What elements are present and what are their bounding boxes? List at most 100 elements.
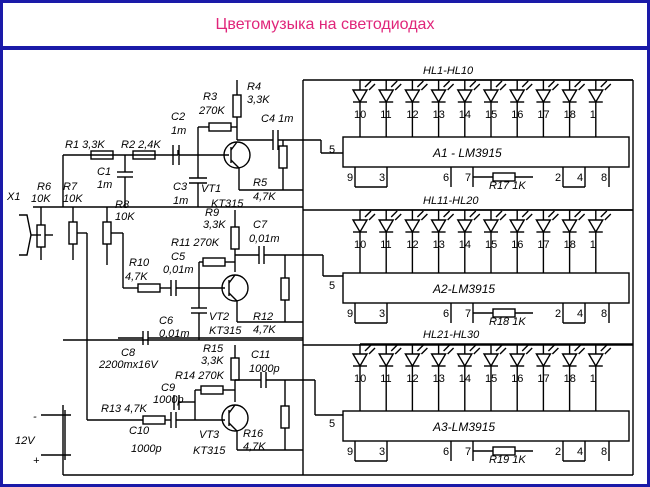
chip-pin-3: 3 bbox=[379, 308, 385, 320]
r2-label: R2 2,4K bbox=[121, 139, 161, 151]
chip-pin-4: 4 bbox=[577, 308, 583, 320]
c9-label: C9 bbox=[161, 382, 175, 394]
led-group-label: HL11-HL20 bbox=[423, 195, 479, 207]
led-pin-label: 16 bbox=[511, 373, 523, 385]
resistor-r14 bbox=[200, 385, 224, 395]
resistor-r15 bbox=[230, 357, 240, 381]
resistor-r9 bbox=[230, 226, 240, 250]
c2-value: 1m bbox=[171, 125, 186, 137]
led-diode: 12 bbox=[404, 210, 428, 273]
resistor-r6 bbox=[36, 224, 46, 248]
chip-pin-7: 7 bbox=[465, 172, 471, 184]
chip-pin-3: 3 bbox=[379, 446, 385, 458]
vt2-value: KT315 bbox=[209, 325, 242, 337]
led-pin-label: 1 bbox=[590, 239, 596, 251]
chip-lm3915-1 bbox=[342, 136, 630, 168]
chip-pin-2: 2 bbox=[555, 446, 561, 458]
led-pin-label: 16 bbox=[511, 239, 523, 251]
resistor-r13 bbox=[142, 415, 166, 425]
led-pin-label: 15 bbox=[485, 373, 497, 385]
led-diode: 16 bbox=[508, 344, 533, 411]
chip-pin-9: 9 bbox=[347, 308, 353, 320]
led-diode: 18 bbox=[561, 344, 586, 411]
r14-label: R14 270K bbox=[175, 370, 225, 382]
r5-value: 4,7K bbox=[253, 191, 276, 203]
schematic-canvas: - 12V + X1 R6 10K R7 10K R8 10K bbox=[3, 50, 647, 484]
led-diode: 10 bbox=[351, 210, 376, 273]
chip-lm3915-2 bbox=[342, 272, 630, 304]
led-diode: 16 bbox=[508, 80, 533, 137]
led-pin-label: 18 bbox=[564, 239, 576, 251]
resistor-r12 bbox=[280, 277, 290, 301]
c11-value: 1000p bbox=[249, 363, 280, 375]
led-diode: 14 bbox=[456, 344, 481, 411]
chip-pin-5: 5 bbox=[329, 144, 335, 156]
led-pin-label: 14 bbox=[459, 109, 471, 121]
c4-label: C4 1m bbox=[261, 113, 293, 125]
led-diode: 17 bbox=[535, 344, 559, 411]
power-rails bbox=[33, 79, 634, 476]
power-plus-label: + bbox=[33, 455, 40, 467]
transistor-vt2 bbox=[221, 274, 249, 302]
r18-label: R18 1K bbox=[489, 316, 526, 328]
vt1-value: KT315 bbox=[211, 198, 244, 210]
chip-pin-4: 4 bbox=[577, 446, 583, 458]
led-diode: 14 bbox=[456, 210, 481, 273]
led-diode: 11 bbox=[377, 80, 402, 137]
resistor-r1 bbox=[90, 150, 114, 160]
r7-label: R7 bbox=[63, 181, 78, 193]
resistor-r3 bbox=[208, 122, 232, 132]
c1-value: 1m bbox=[97, 179, 112, 191]
chip-pin-3: 3 bbox=[379, 172, 385, 184]
c6-label: C6 bbox=[159, 315, 174, 327]
led-diode: 18 bbox=[561, 210, 586, 273]
led-group-label: HL1-HL10 bbox=[423, 65, 474, 77]
resistor-r16 bbox=[280, 405, 290, 429]
stage-1-amplifier: C2 1m R3 270K R4 3,3K VT1 KT315 C3 1m bbox=[171, 80, 343, 210]
r15-value: 3,3K bbox=[201, 355, 224, 367]
chip-pin-8: 8 bbox=[601, 308, 607, 320]
led-diode: 15 bbox=[482, 344, 507, 411]
led-group-label: HL21-HL30 bbox=[423, 329, 480, 341]
chip-label: A2-LM3915 bbox=[432, 282, 495, 296]
led-pin-label: 1 bbox=[590, 109, 596, 121]
chip-pin-2: 2 bbox=[555, 172, 561, 184]
r15-label: R15 bbox=[203, 343, 224, 355]
led-pin-label: 17 bbox=[537, 373, 549, 385]
chip-pin-2: 2 bbox=[555, 308, 561, 320]
led-diode: 12 bbox=[404, 344, 428, 411]
stage-2-amplifier: R9 3,3K C7 0,01m R11 270K R10 4,7K C5 0,… bbox=[123, 207, 343, 340]
led-diode: 1 bbox=[587, 80, 612, 137]
led-pin-label: 1 bbox=[590, 373, 596, 385]
c9-value: 1000p bbox=[153, 394, 184, 406]
chip-pin-5: 5 bbox=[329, 418, 335, 430]
power-voltage-label: 12V bbox=[15, 435, 36, 447]
led-diode: 17 bbox=[535, 210, 559, 273]
c1-label: C1 bbox=[97, 166, 111, 178]
led-diode: 18 bbox=[561, 80, 586, 137]
led-pin-label: 13 bbox=[433, 239, 445, 251]
resistor-r11 bbox=[202, 257, 226, 267]
c11-label: C11 bbox=[251, 349, 270, 361]
c5-value: 0,01m bbox=[163, 264, 194, 276]
chip-pin-6: 6 bbox=[443, 308, 449, 320]
led-diode: 12 bbox=[404, 80, 428, 137]
led-pin-label: 16 bbox=[511, 109, 523, 121]
page-title: Цветомузыка на светодиодах bbox=[215, 15, 435, 33]
led-diode: 10 bbox=[351, 344, 376, 411]
connector-x1-label: X1 bbox=[6, 191, 20, 203]
led-pin-label: 11 bbox=[380, 109, 391, 121]
r17-label: R17 1K bbox=[489, 180, 526, 192]
led-pin-label: 10 bbox=[354, 109, 366, 121]
led-diode: 17 bbox=[535, 80, 559, 137]
c8-label: C8 bbox=[121, 347, 136, 359]
led-diode: 13 bbox=[430, 210, 455, 273]
led-diode: 1 bbox=[587, 344, 612, 411]
resistor-r10 bbox=[137, 283, 161, 293]
r8-value: 10K bbox=[115, 211, 135, 223]
led-pin-label: 10 bbox=[354, 373, 366, 385]
led-diode: 10 bbox=[351, 80, 376, 137]
